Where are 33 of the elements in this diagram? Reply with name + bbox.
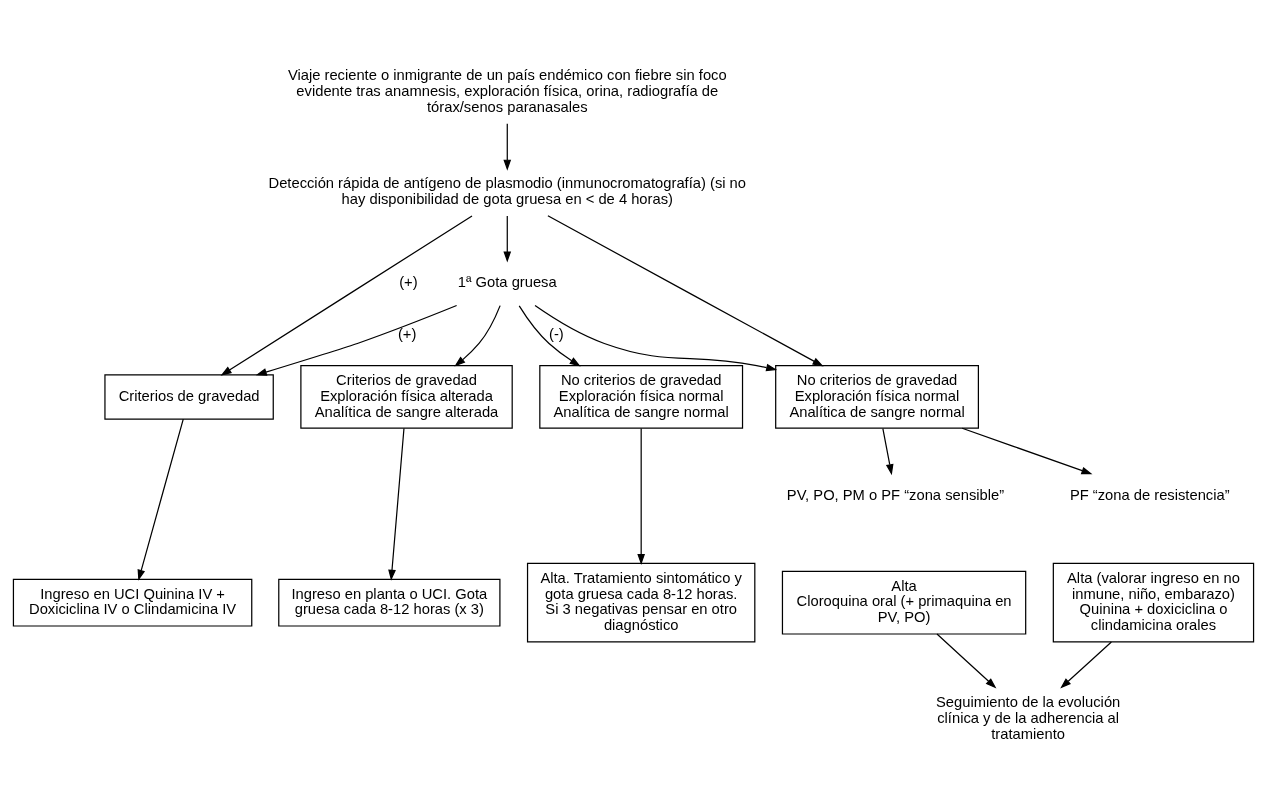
node-text: PF “zona de resistencia” [1069, 486, 1230, 503]
arrow [547, 214, 824, 366]
node-box: Ingreso en planta o UCI. Gota gruesa cada 8-12 horas (x 3) [278, 578, 501, 627]
edge-label: (+) [399, 273, 418, 290]
node-text: Seguimiento de la evolución clínica y de la adherencia al tratamiento [935, 693, 1121, 742]
arrow [454, 304, 501, 367]
node-text: Detección rápida de antígeno de plasmodio (inmunocromatografía) (si no hay disponibilidad de gota gruesa en < de 4 horas) [268, 174, 747, 207]
node-box: No criterios de gravedad Exploración física normal Analítica de sangre normal [539, 364, 744, 429]
node-box: Alta. Tratamiento sintomático y gota gruesa cada 8-12 horas. Si 3 negativas pensar en otro diagnóstico [526, 562, 756, 643]
arrow [137, 418, 184, 581]
node-box: No criterios de gravedad Exploración física normal Analítica de sangre normal [775, 364, 979, 429]
edge-label: (-) [549, 325, 564, 342]
arrow [503, 122, 512, 171]
node-text: Viaje reciente o inmigrante de un país endémico con fiebre sin foco evidente tras anamnesis, exploración física, orina, radiografía de tórax/senos paranasales [287, 66, 727, 115]
arrow [255, 304, 458, 376]
arrow [882, 427, 894, 475]
node-box: Alta Cloroquina oral (+ primaquina en PV, PO) [781, 570, 1027, 635]
node-text: PV, PO, PM o PF “zona sensible” [786, 486, 1005, 503]
node-text: 1ª Gota gruesa [457, 273, 557, 290]
edge-label: (+) [397, 325, 417, 342]
node-box: Ingreso en UCI Quinina IV + Doxiciclina IV o Clindamicina IV [12, 578, 253, 627]
arrow [936, 632, 997, 688]
node-box: Alta (valorar ingreso en no inmune, niño, embarazo) Quinina + doxiciclina o clindamicina orales [1052, 562, 1255, 643]
arrow [518, 304, 581, 367]
node-box: Criterios de gravedad [104, 373, 274, 420]
arrow [388, 427, 405, 581]
arrow [637, 427, 646, 565]
arrow [534, 304, 778, 371]
node-box: Criterios de gravedad Exploración física alterada Analítica de sangre alterada [300, 364, 513, 429]
arrow [1060, 640, 1112, 688]
arrow [220, 214, 473, 376]
arrow [503, 214, 512, 262]
arrow [961, 427, 1093, 474]
